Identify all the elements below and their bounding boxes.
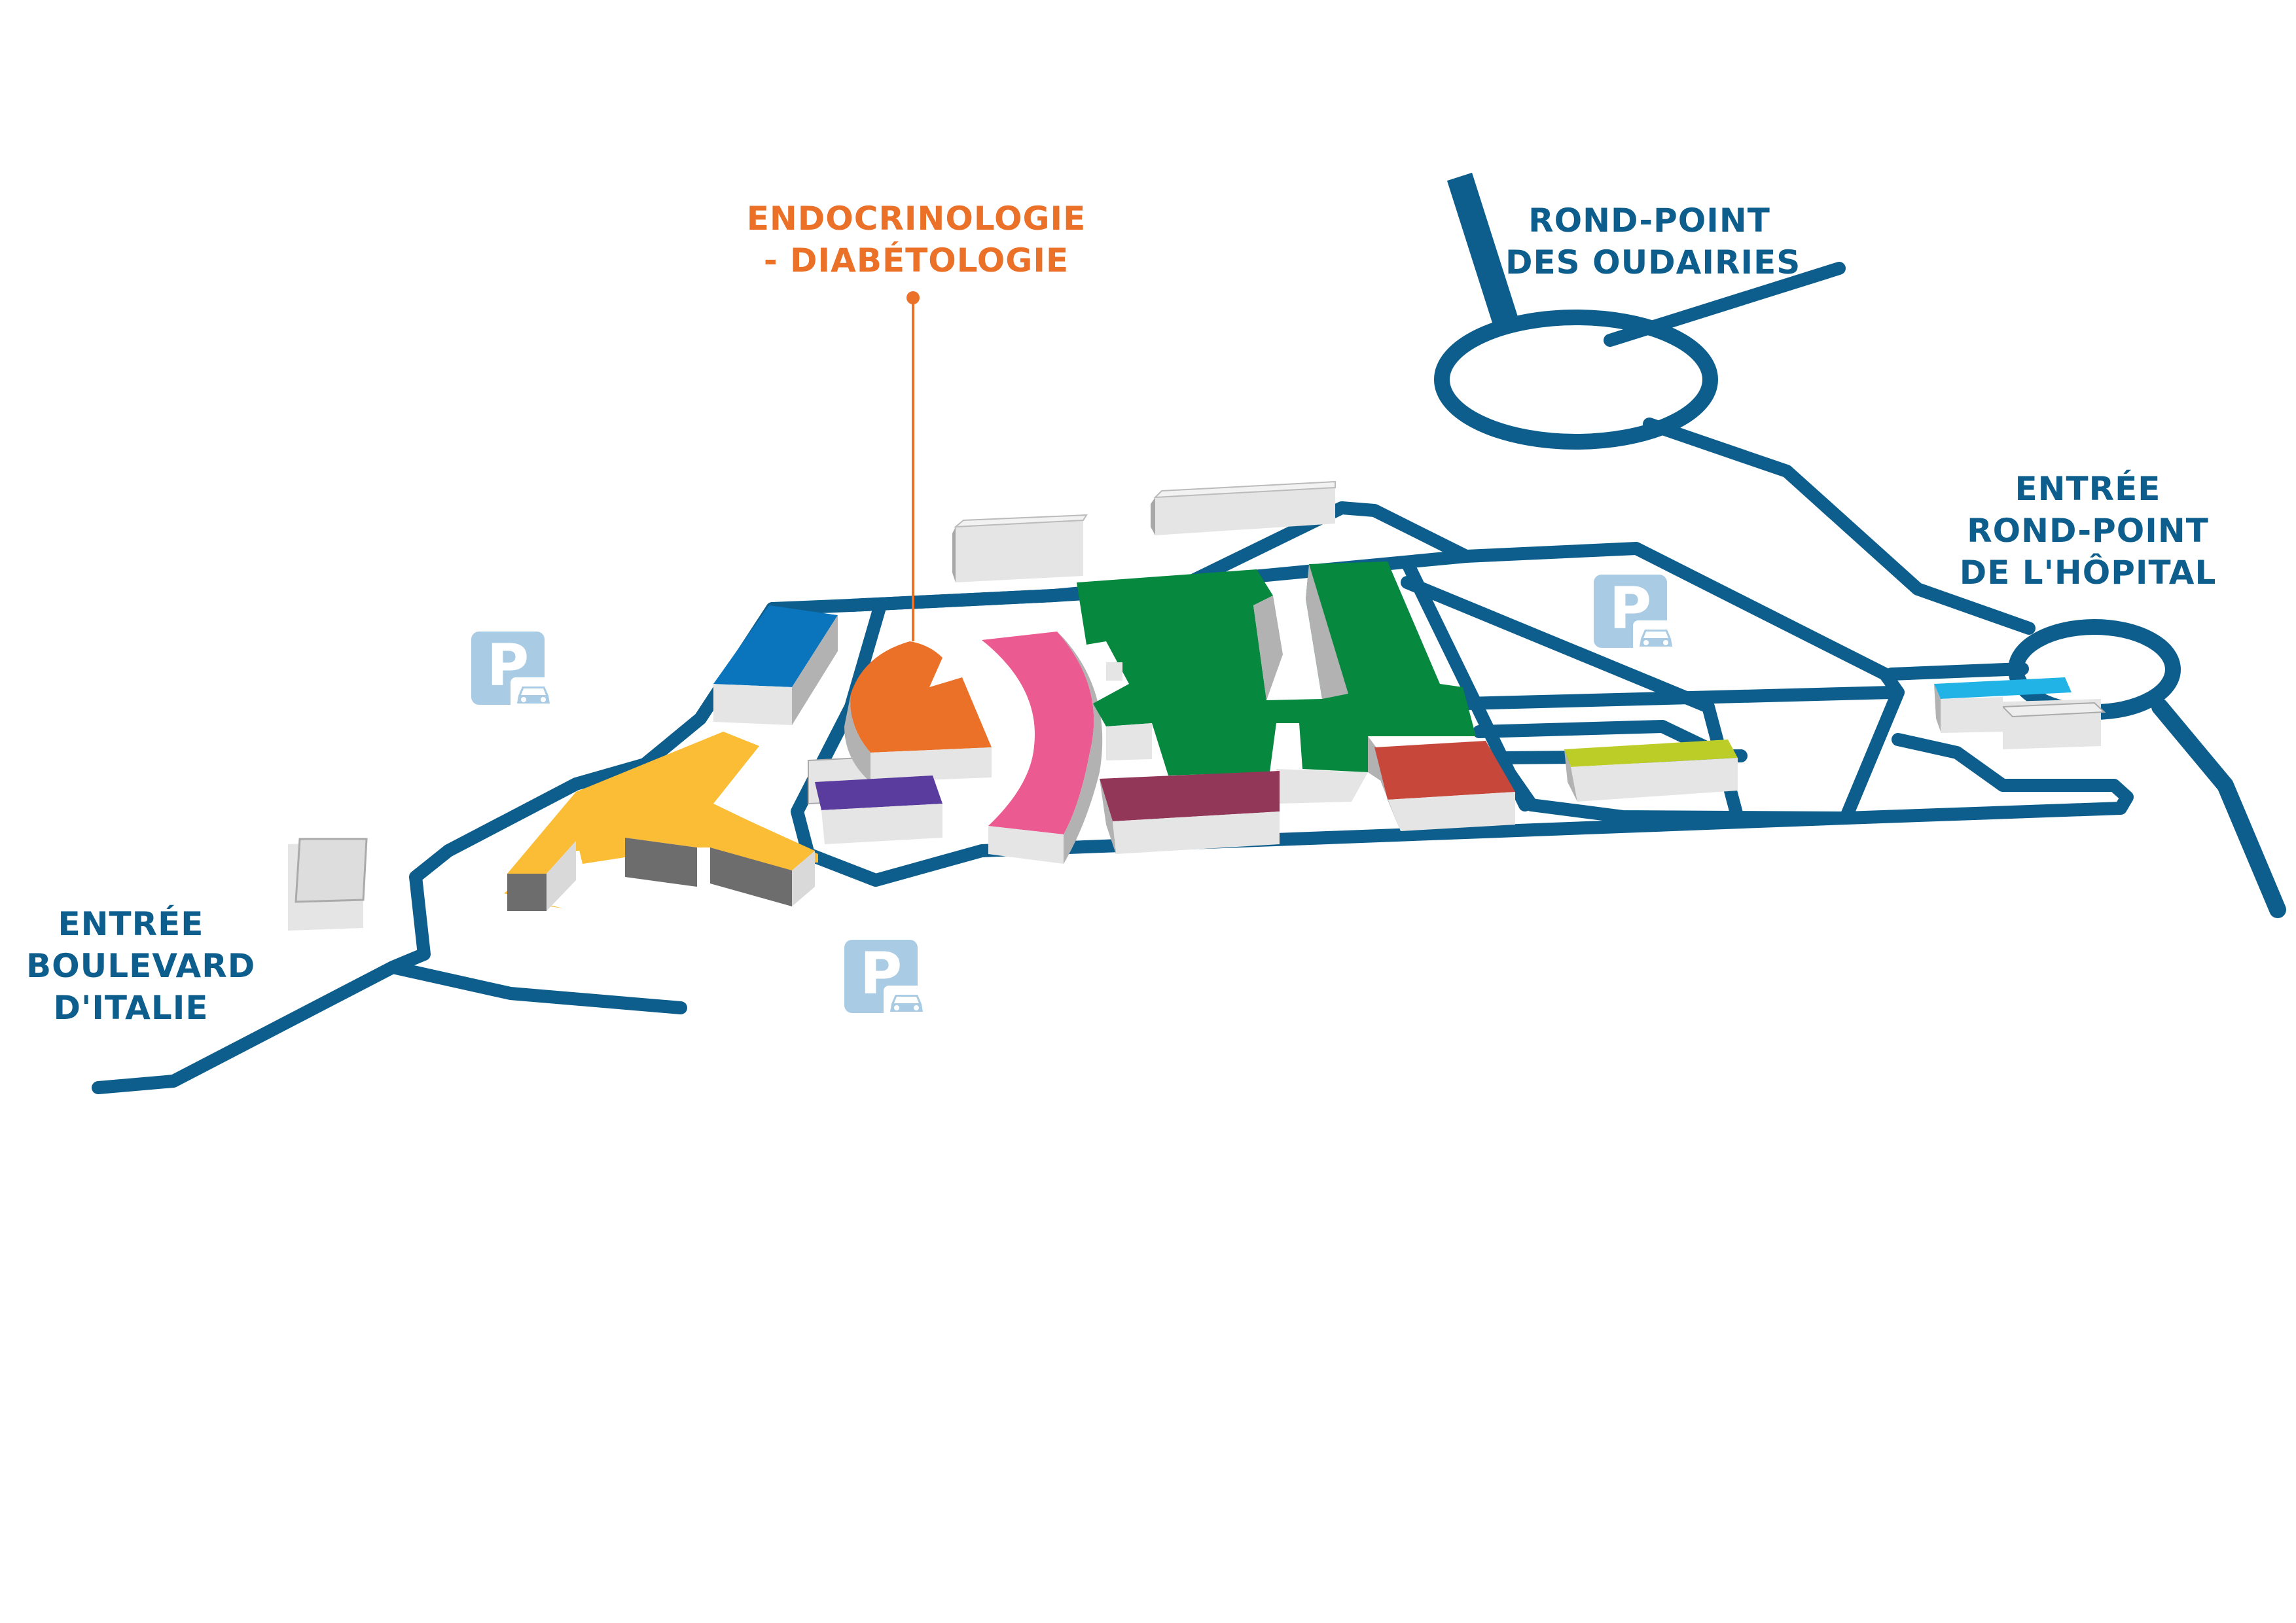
label-hopital-line2: ROND-POINT [1967,512,2209,550]
road-north-service [844,501,1473,612]
parking-east: P [1594,575,1679,652]
label-italie-line2: BOULEVARD [26,947,256,985]
label-endocrinology-line2: - DIABÉTOLOGIE [763,241,1069,279]
road-oudairies-hopital [1643,418,2036,635]
car-icon [1633,620,1679,652]
road-hopital-link [1885,662,2029,681]
label-hopital-line3: DE L'HÔPITAL [1959,554,2217,592]
roundabout-oudairies [1434,310,1718,450]
road-east-4 [1492,751,1852,825]
parking-west: P [471,632,556,709]
label-entree-rond-point-hopital: ENTRÉE ROND-POINT DE L'HÔPITAL [1957,468,2219,594]
grey-buildings [288,480,2106,931]
building-grey-topleft [952,514,1088,582]
car-icon [884,986,929,1017]
callout-dot [906,291,920,304]
building-maroon [1100,771,1280,854]
building-cyan [1934,677,2072,732]
building-purple [815,776,942,844]
road-hopital-southeast [2151,698,2286,918]
callout-endocrinology [906,291,920,641]
label-endocrinology-line1: ENDOCRINOLOGIE [746,200,1086,238]
road-east-1 [1460,686,1898,710]
label-italie-line3: D'ITALIE [53,989,209,1027]
label-oudairies-line1: ROND-POINT [1528,202,1770,240]
road-east-south [1839,733,2134,825]
label-rond-point-oudairies: ROND-POINT DES OUDAIRIES [1505,200,1801,283]
car-icon [511,677,556,709]
label-entree-boulevard-italie: ENTRÉE BOULEVARD D'ITALIE [26,903,256,1029]
parking-south: P [844,940,929,1017]
building-orange-endocrinology [844,641,992,782]
building-red [1374,741,1515,831]
label-oudairies-line2: DES OUDAIRIES [1505,243,1801,281]
building-yellow [504,732,818,911]
building-pink [982,632,1103,864]
building-grey-topcenter [1151,480,1336,535]
building-lime [1564,740,1738,802]
label-endocrinology: ENDOCRINOLOGIE - DIABÉTOLOGIE [746,198,1086,281]
building-grey-west [288,838,368,931]
road-boulevard-italie [92,602,779,1094]
label-italie-line1: ENTRÉE [58,905,204,943]
label-hopital-line1: ENTRÉE [2015,470,2161,508]
road-branch-southwest [386,961,687,1014]
building-blue [713,605,838,725]
road-oudairies-north [1446,172,1518,325]
